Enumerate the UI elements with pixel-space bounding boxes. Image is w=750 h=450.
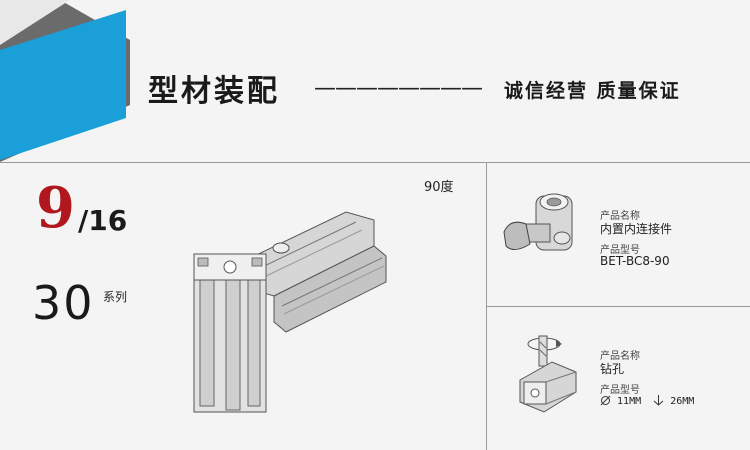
slogan: 诚信经营 质量保证 xyxy=(504,80,681,102)
banner-decoration xyxy=(0,0,130,162)
product-model-label: 产品型号 xyxy=(600,385,640,396)
product-name-label: 产品名称 xyxy=(600,211,640,222)
slot-size-denominator: /16 xyxy=(78,204,128,237)
angle-label: 90度 xyxy=(424,180,454,195)
drilling-illustration xyxy=(519,335,577,413)
title-dashes: ———————— xyxy=(314,76,483,101)
drill-spec: 11MM 26MM xyxy=(600,395,694,407)
diameter-value: 11MM xyxy=(617,396,642,407)
product-name: 内置内连接件 xyxy=(600,222,673,236)
middle-divider xyxy=(486,306,750,307)
light-corner xyxy=(0,0,70,45)
drill-bit-icon xyxy=(538,335,548,367)
depth-icon xyxy=(653,395,664,406)
depth-value: 26MM xyxy=(670,396,695,407)
product-name-label: 产品名称 xyxy=(600,351,640,362)
profile-assembly-illustration xyxy=(193,211,387,413)
blue-shape xyxy=(0,10,126,160)
connector-illustration xyxy=(503,193,573,251)
page-title: 型材装配 xyxy=(148,74,280,109)
diameter-icon xyxy=(600,395,611,406)
top-divider xyxy=(0,162,750,163)
product-model-label: 产品型号 xyxy=(600,245,640,256)
product-model: BET-BC8-90 xyxy=(600,254,670,268)
series-label: 系列 xyxy=(103,290,128,304)
slot-size-numerator: 9 xyxy=(36,175,75,241)
product-name: 钻孔 xyxy=(600,362,625,376)
series-number: 30 xyxy=(32,276,95,330)
connector-hole xyxy=(272,242,290,254)
header-banner: 型材装配 ———————— 诚信经营 质量保证 xyxy=(0,0,750,162)
